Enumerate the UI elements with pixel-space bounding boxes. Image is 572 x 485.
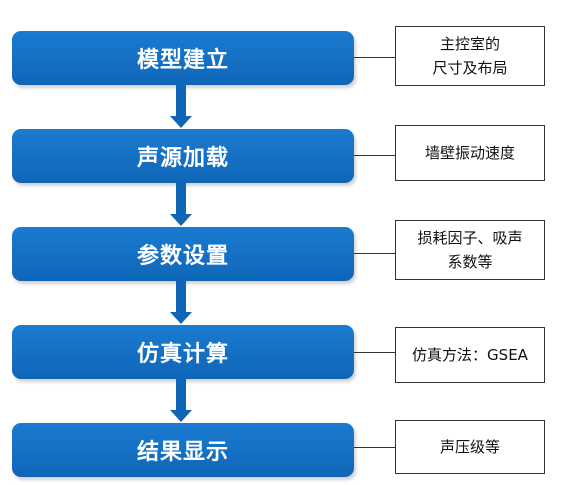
note-simulation-calculation: 仿真方法：GSEA <box>395 327 545 383</box>
step-result-display: 结果显示 <box>12 423 354 477</box>
note-sound-source-loading: 墙壁振动速度 <box>395 125 545 181</box>
connector-line <box>354 352 395 353</box>
flow-arrow <box>170 183 192 226</box>
step-sound-source-loading: 声源加载 <box>12 129 354 183</box>
connector-line <box>354 253 395 254</box>
note-model-building: 主控室的 尺寸及布局 <box>395 26 545 86</box>
connector-line <box>354 155 395 156</box>
note-parameter-setting: 损耗因子、吸声 系数等 <box>395 220 545 280</box>
flow-arrow <box>170 379 192 422</box>
note-line: 声压级等 <box>439 438 500 456</box>
step-parameter-setting: 参数设置 <box>12 227 354 281</box>
step-simulation-calculation: 仿真计算 <box>12 325 354 379</box>
flow-arrow <box>170 281 192 324</box>
note-line: 尺寸及布局 <box>432 59 508 77</box>
note-result-display: 声压级等 <box>395 420 545 474</box>
flow-arrow <box>170 85 192 128</box>
note-line: 仿真方法：GSEA <box>412 346 528 364</box>
connector-line <box>354 57 395 58</box>
connector-line <box>354 447 395 448</box>
note-line: 系数等 <box>447 253 493 271</box>
note-line: 主控室的 <box>439 35 500 53</box>
note-line: 墙壁振动速度 <box>424 144 515 162</box>
step-model-building: 模型建立 <box>12 31 354 85</box>
note-line: 损耗因子、吸声 <box>417 229 523 247</box>
